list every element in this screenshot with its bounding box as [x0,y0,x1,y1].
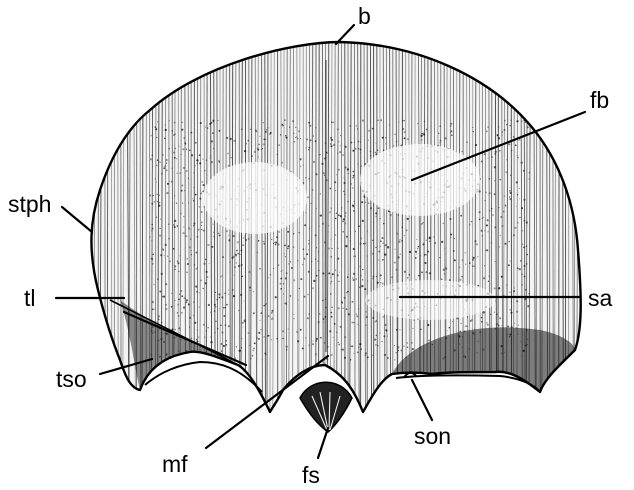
label-stph: stph [8,191,51,217]
superciliary-arch-highlight [365,280,495,320]
label-b: b [358,3,371,29]
leader-son [412,380,432,420]
label-tso: tso [56,366,87,392]
label-son: son [414,423,451,449]
nasal-spine [300,382,352,432]
label-tl: tl [24,285,36,311]
frontal-bone [91,38,581,432]
leader-stph [62,207,92,232]
label-sa: sa [588,285,613,311]
leader-fs [318,428,328,458]
label-fb: fb [590,87,609,113]
left-frontal-boss-highlight [203,162,307,234]
label-mf: mf [162,451,188,477]
right-frontal-boss-highlight [360,144,480,216]
label-fs: fs [302,462,320,488]
